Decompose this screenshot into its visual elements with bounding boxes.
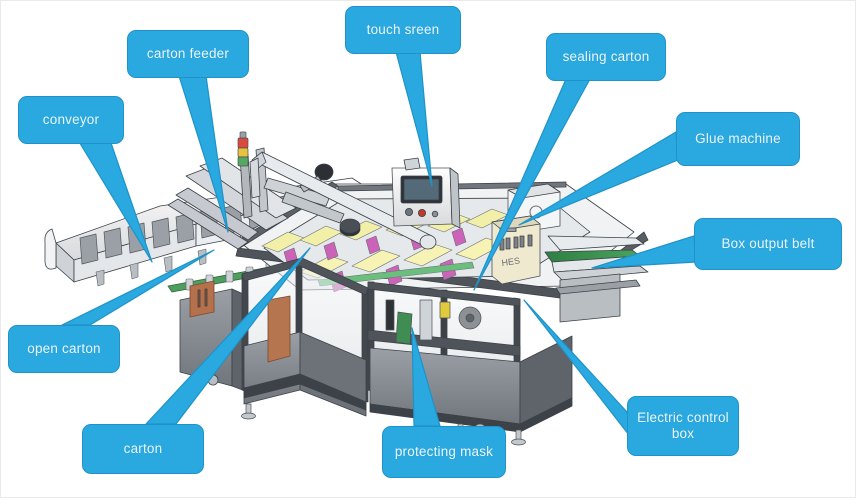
callout-label-protecting-mask: protecting mask	[394, 444, 494, 460]
callout-glue-machine[interactable]: Glue machine	[676, 112, 800, 166]
callout-label-glue-machine: Glue machine	[695, 131, 781, 147]
callout-label-conveyor: conveyor	[42, 112, 100, 128]
callout-touch-screen[interactable]: touch sreen	[345, 6, 461, 54]
hmi-boom-arm	[249, 151, 437, 250]
callout-label-sealing-carton: sealing carton	[562, 49, 650, 65]
callout-label-electric-control-box: Electric control box	[637, 409, 729, 441]
tail-sealing-carton	[473, 78, 591, 291]
callout-box-output-belt[interactable]: Box output belt	[694, 218, 842, 270]
touch-screen-panel	[391, 157, 461, 229]
tail-touch-screen	[395, 51, 433, 187]
callout-carton[interactable]: carton	[82, 424, 204, 474]
callout-protecting-mask[interactable]: protecting mask	[382, 426, 506, 478]
tail-box-output-belt	[591, 235, 697, 269]
box-output-belt	[544, 235, 649, 323]
callout-label-touch-screen: touch sreen	[366, 22, 440, 38]
callout-open-carton[interactable]: open carton	[8, 325, 120, 373]
tail-open-carton	[61, 249, 215, 326]
callout-carton-feeder[interactable]: carton feeder	[127, 30, 249, 78]
callout-sealing-carton[interactable]: sealing carton	[546, 33, 666, 81]
tail-electric-control-box	[523, 299, 637, 445]
tail-carton-feeder	[178, 75, 229, 233]
callout-electric-control-box[interactable]: Electric control box	[627, 396, 739, 456]
callout-label-box-output-belt: Box output belt	[721, 236, 815, 252]
tail-protecting-mask	[411, 327, 441, 427]
callout-conveyor[interactable]: conveyor	[18, 96, 124, 144]
carton-feeder-assembly	[167, 131, 361, 250]
svg-text:HES: HES	[501, 256, 521, 268]
callout-label-open-carton: open carton	[27, 341, 101, 357]
tail-conveyor	[77, 139, 153, 263]
callout-label-carton-feeder: carton feeder	[146, 46, 230, 62]
protecting-mask-guards	[241, 257, 573, 425]
callout-label-carton: carton	[123, 441, 163, 457]
